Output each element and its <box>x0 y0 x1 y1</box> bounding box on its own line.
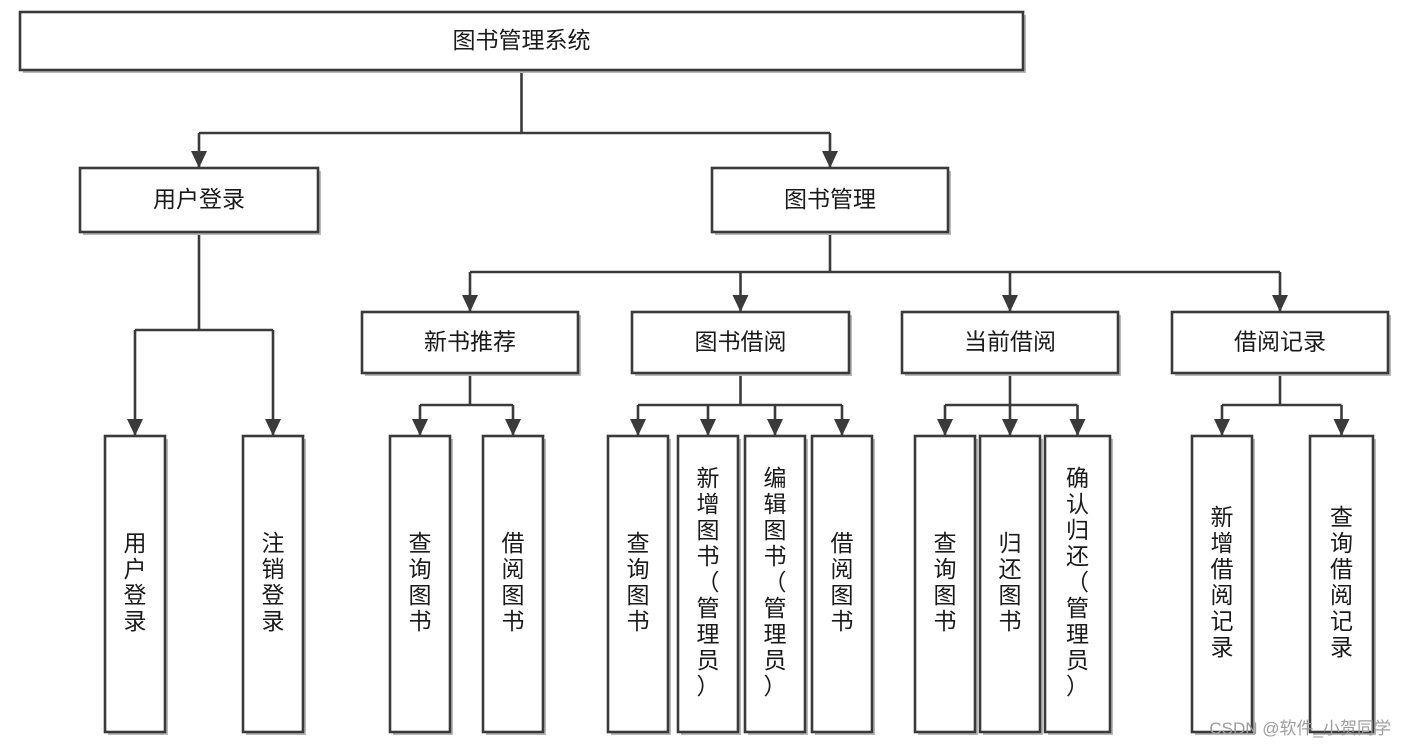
node-label: 编辑图书（管理员） <box>764 465 787 699</box>
node-label: 新增借阅记录 <box>1211 504 1234 660</box>
node-box <box>900 310 1120 375</box>
node-new-book-rec[interactable]: 新书推荐 <box>360 310 581 376</box>
node-current-borrow[interactable]: 当前借阅 <box>900 310 1121 376</box>
node-book-manage[interactable]: 图书管理 <box>710 166 951 235</box>
node-label: 借阅记录 <box>1234 329 1326 355</box>
node-label: 用户登录 <box>153 186 245 212</box>
node-leaf-return-book[interactable]: 归还图书 <box>978 434 1043 735</box>
node-borrow-record[interactable]: 借阅记录 <box>1170 310 1391 376</box>
node-box <box>388 434 452 734</box>
node-box <box>18 10 1025 72</box>
node-box <box>913 434 977 734</box>
node-label: 确认归还（管理员） <box>1066 465 1089 699</box>
node-box <box>630 310 851 375</box>
node-box <box>1043 434 1112 734</box>
node-label: 借阅图书 <box>502 530 525 634</box>
node-label: 注销登录 <box>262 530 285 634</box>
node-box <box>676 434 740 734</box>
node-leaf-borrow-book-2[interactable]: 借阅图书 <box>810 434 875 735</box>
node-box <box>241 434 305 734</box>
node-box <box>1190 434 1254 734</box>
node-book-borrow[interactable]: 图书借阅 <box>630 310 852 376</box>
node-leaf-edit-book[interactable]: 编辑图书（管理员） <box>743 434 808 735</box>
node-layer: 图书管理系统用户登录图书管理新书推荐图书借阅当前借阅借阅记录用户登录注销登录查询… <box>18 10 1391 735</box>
node-box <box>978 434 1042 734</box>
connector-layer <box>127 70 1350 436</box>
node-leaf-add-record[interactable]: 新增借阅记录 <box>1190 434 1255 735</box>
connector-group-book-borrow <box>630 373 850 436</box>
node-box <box>103 434 167 734</box>
node-leaf-query-book-1[interactable]: 查询图书 <box>388 434 453 735</box>
node-leaf-add-book[interactable]: 新增图书（管理员） <box>676 434 741 735</box>
node-label: 当前借阅 <box>964 329 1056 355</box>
connector-group-login <box>127 232 281 436</box>
node-label: 查询图书 <box>934 530 957 634</box>
node-label: 归还图书 <box>999 530 1022 634</box>
node-box <box>606 434 670 734</box>
node-leaf-query-book-2[interactable]: 查询图书 <box>606 434 671 735</box>
node-root[interactable]: 图书管理系统 <box>18 10 1026 73</box>
node-leaf-query-book-3[interactable]: 查询图书 <box>913 434 978 735</box>
node-box <box>481 434 545 734</box>
node-label: 借阅图书 <box>831 530 854 634</box>
node-box <box>810 434 874 734</box>
node-leaf-user-login[interactable]: 用户登录 <box>103 434 168 735</box>
node-label: 查询图书 <box>627 530 650 634</box>
node-box <box>360 310 580 375</box>
node-label: 图书管理 <box>784 186 876 212</box>
node-leaf-borrow-book-1[interactable]: 借阅图书 <box>481 434 546 735</box>
node-label: 图书借阅 <box>695 329 787 355</box>
node-label: 新书推荐 <box>424 329 516 355</box>
node-leaf-confirm-return[interactable]: 确认归还（管理员） <box>1043 434 1113 735</box>
node-label: 用户登录 <box>124 530 147 634</box>
node-leaf-logout[interactable]: 注销登录 <box>241 434 306 735</box>
node-label: 新增图书（管理员） <box>697 465 720 699</box>
node-box <box>1308 434 1375 734</box>
node-box <box>1170 310 1390 375</box>
node-box <box>743 434 807 734</box>
connector-group-borrow-record <box>1214 373 1350 436</box>
node-label: 查询借阅记录 <box>1330 504 1353 660</box>
connector-group-new-book-rec <box>412 373 521 436</box>
node-leaf-query-record[interactable]: 查询借阅记录 <box>1308 434 1376 735</box>
connector-group-current-borrow <box>937 373 1086 436</box>
node-box <box>78 166 320 234</box>
node-login[interactable]: 用户登录 <box>78 166 321 235</box>
connector-group-book-manage <box>462 232 1288 312</box>
node-box <box>710 166 950 234</box>
node-label: 图书管理系统 <box>453 27 591 53</box>
connector-group-root <box>191 70 838 168</box>
node-label: 查询图书 <box>409 530 432 634</box>
